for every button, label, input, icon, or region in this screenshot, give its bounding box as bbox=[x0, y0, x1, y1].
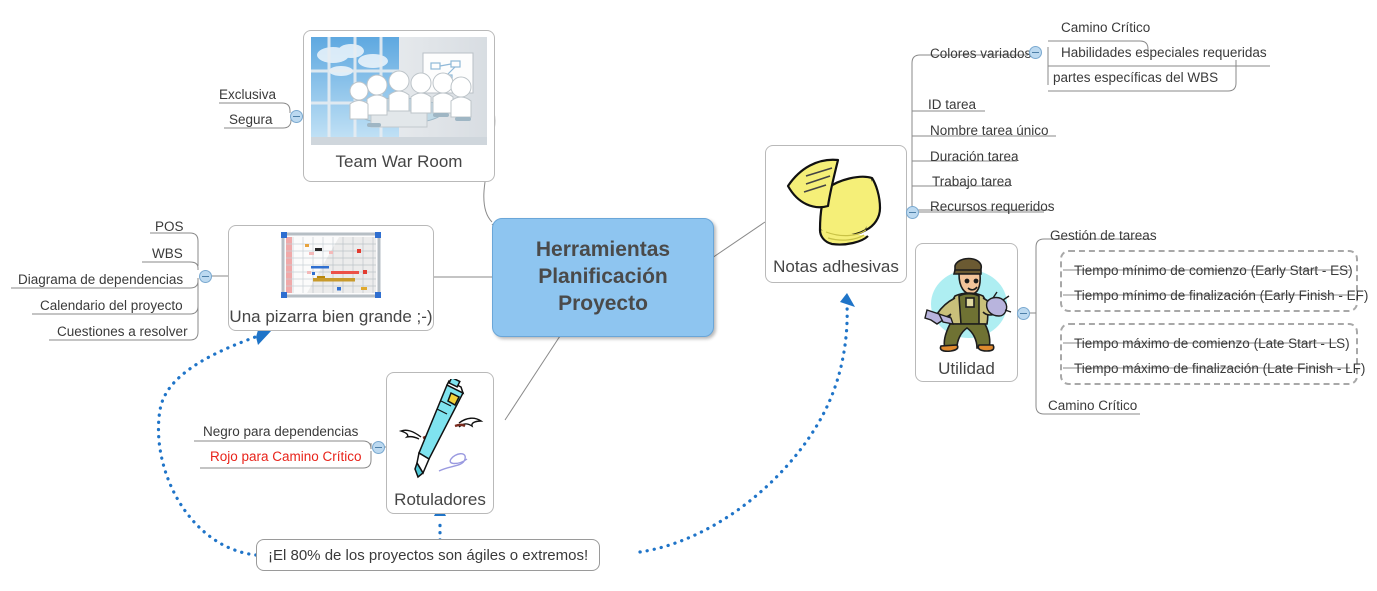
node-utilidad-label: Utilidad bbox=[938, 359, 995, 378]
leaf-late-start[interactable]: Tiempo máximo de comienzo (Late Start - … bbox=[1074, 336, 1350, 351]
node-whiteboard[interactable]: Una pizarra bien grande ;-) bbox=[228, 225, 434, 331]
leaf-colores-variados[interactable]: Colores variados bbox=[930, 46, 1032, 61]
leaf-recursos-requeridos[interactable]: Recursos requeridos bbox=[930, 199, 1055, 214]
leaf-segura[interactable]: Segura bbox=[229, 112, 273, 127]
collapse-toggle-utilidad[interactable] bbox=[1017, 307, 1030, 320]
node-team-war-room-label: Team War Room bbox=[335, 152, 463, 171]
node-notas-adhesivas-label: Notas adhesivas bbox=[773, 257, 899, 276]
leaf-exclusiva[interactable]: Exclusiva bbox=[219, 87, 277, 102]
leaf-early-start[interactable]: Tiempo mínimo de comienzo (Early Start -… bbox=[1074, 263, 1353, 278]
central-node-label: Herramientas Planificación Proyecto bbox=[535, 238, 671, 315]
leaf-habilidades-especiales[interactable]: Habilidades especiales requeridas bbox=[1061, 45, 1267, 60]
leaf-duracion-tarea[interactable]: Duración tarea bbox=[930, 149, 1019, 164]
node-rotuladores[interactable]: Rotuladores bbox=[386, 372, 494, 514]
leaf-id-tarea[interactable]: ID tarea bbox=[928, 97, 977, 112]
node-team-war-room[interactable]: Team War Room bbox=[303, 30, 495, 182]
central-node[interactable]: Herramientas Planificación Proyecto bbox=[492, 218, 714, 337]
collapse-toggle-notas[interactable] bbox=[906, 206, 919, 219]
node-whiteboard-label: Una pizarra bien grande ;-) bbox=[229, 307, 433, 326]
leaf-camino-critico-top[interactable]: Camino Crítico bbox=[1061, 20, 1151, 35]
leaf-trabajo-tarea[interactable]: Trabajo tarea bbox=[932, 174, 1012, 189]
node-utilidad[interactable]: Utilidad bbox=[915, 243, 1018, 382]
callout-note[interactable]: ¡El 80% de los proyectos son ágiles o ex… bbox=[256, 539, 601, 571]
leaf-partes-wbs[interactable]: partes específicas del WBS bbox=[1053, 70, 1219, 85]
node-notas-adhesivas[interactable]: Notas adhesivas bbox=[765, 145, 907, 283]
leaf-late-finish[interactable]: Tiempo máximo de finalización (Late Fini… bbox=[1074, 361, 1366, 376]
sticky-notes-clipart bbox=[776, 152, 896, 255]
collapse-toggle-war-room[interactable] bbox=[290, 110, 303, 123]
leaf-early-finish[interactable]: Tiempo mínimo de finalización (Early Fin… bbox=[1074, 288, 1369, 303]
collapse-toggle-whiteboard[interactable] bbox=[199, 270, 212, 283]
leaf-calendario-proyecto[interactable]: Calendario del proyecto bbox=[40, 298, 183, 313]
leaf-nombre-tarea-unico[interactable]: Nombre tarea único bbox=[930, 123, 1049, 138]
collapse-toggle-rotuladores[interactable] bbox=[372, 441, 385, 454]
leaf-negro-dependencias[interactable]: Negro para dependencias bbox=[203, 424, 359, 439]
leaf-pos[interactable]: POS bbox=[155, 219, 184, 234]
callout-note-label: ¡El 80% de los proyectos son ágiles o ex… bbox=[268, 546, 589, 564]
meeting-room-photo bbox=[311, 37, 487, 150]
leaf-camino-critico-bottom[interactable]: Camino Crítico bbox=[1048, 398, 1138, 413]
group-late-times bbox=[1060, 323, 1358, 385]
leaf-cuestiones-resolver[interactable]: Cuestiones a resolver bbox=[57, 324, 188, 339]
group-early-times bbox=[1060, 250, 1358, 312]
leaf-diagrama-dependencias[interactable]: Diagrama de dependencias bbox=[18, 272, 184, 287]
node-rotuladores-label: Rotuladores bbox=[394, 490, 486, 509]
leaf-rojo-camino-critico[interactable]: Rojo para Camino Crítico bbox=[210, 449, 362, 464]
leaf-gestion-de-tareas[interactable]: Gestión de tareas bbox=[1050, 228, 1157, 243]
collapse-toggle-colores-variados[interactable] bbox=[1029, 46, 1042, 59]
leaf-wbs[interactable]: WBS bbox=[152, 246, 183, 261]
pen-clipart bbox=[393, 376, 487, 488]
handyman-clipart bbox=[921, 248, 1013, 357]
whiteboard-photo bbox=[279, 230, 383, 305]
